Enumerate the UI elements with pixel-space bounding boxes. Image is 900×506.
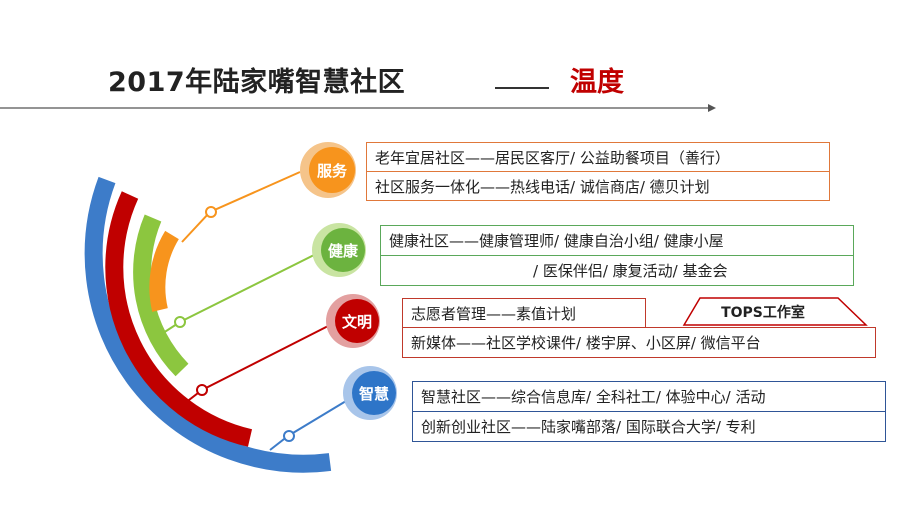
fuwu-line-2: 社区服务一体化——热线电话/ 诚信商店/ 德贝计划 — [366, 171, 830, 201]
zhihui-line-2: 创新创业社区——陆家嘴部落/ 国际联合大学/ 专利 — [412, 411, 886, 442]
connector-red — [175, 321, 337, 411]
label-wenming: 文明 — [342, 313, 372, 331]
label-zhihui: 智慧 — [359, 385, 389, 403]
jiankang-line-2: / 医保伴侣/ 康复活动/ 基金会 — [380, 255, 854, 286]
title-accent: 温度 — [570, 67, 624, 98]
arc-blue — [84, 176, 332, 473]
circle-wenming — [335, 299, 379, 343]
wenming-line-1: 志愿者管理——素值计划 — [402, 298, 646, 328]
title-dash — [495, 87, 549, 89]
node-red — [196, 384, 208, 396]
tops-tag-shape — [682, 297, 868, 326]
wenming-line-2: 新媒体——社区学校课件/ 楼宇屏、小区屏/ 微信平台 — [402, 327, 876, 358]
node-orange — [205, 206, 217, 218]
node-blue — [283, 430, 295, 442]
label-fuwu: 服务 — [317, 162, 348, 180]
divider-arrow — [708, 104, 716, 112]
zhihui-line-1: 智慧社区——综合信息库/ 全科社工/ 体验中心/ 活动 — [412, 381, 886, 412]
tops-tag: TOPS工作室 — [721, 305, 805, 321]
fuwu-line-1: 老年宜居社区——居民区客厅/ 公益助餐项目（善行） — [366, 142, 830, 172]
circle-fuwu — [309, 147, 355, 193]
connector-blue — [269, 394, 357, 451]
arc-green — [133, 214, 189, 377]
jiankang-line-1: 健康社区——健康管理师/ 健康自治小组/ 健康小屋 — [380, 225, 854, 256]
label-jiankang: 健康 — [328, 242, 359, 260]
arc-orange — [149, 230, 179, 312]
circle-jiankang — [321, 228, 365, 272]
arc-red — [105, 191, 253, 447]
page-title: 2017年陆家嘴智慧社区 — [108, 67, 406, 98]
node-green — [174, 316, 186, 328]
circle-zhihui — [352, 371, 396, 415]
connector-orange — [181, 171, 301, 243]
